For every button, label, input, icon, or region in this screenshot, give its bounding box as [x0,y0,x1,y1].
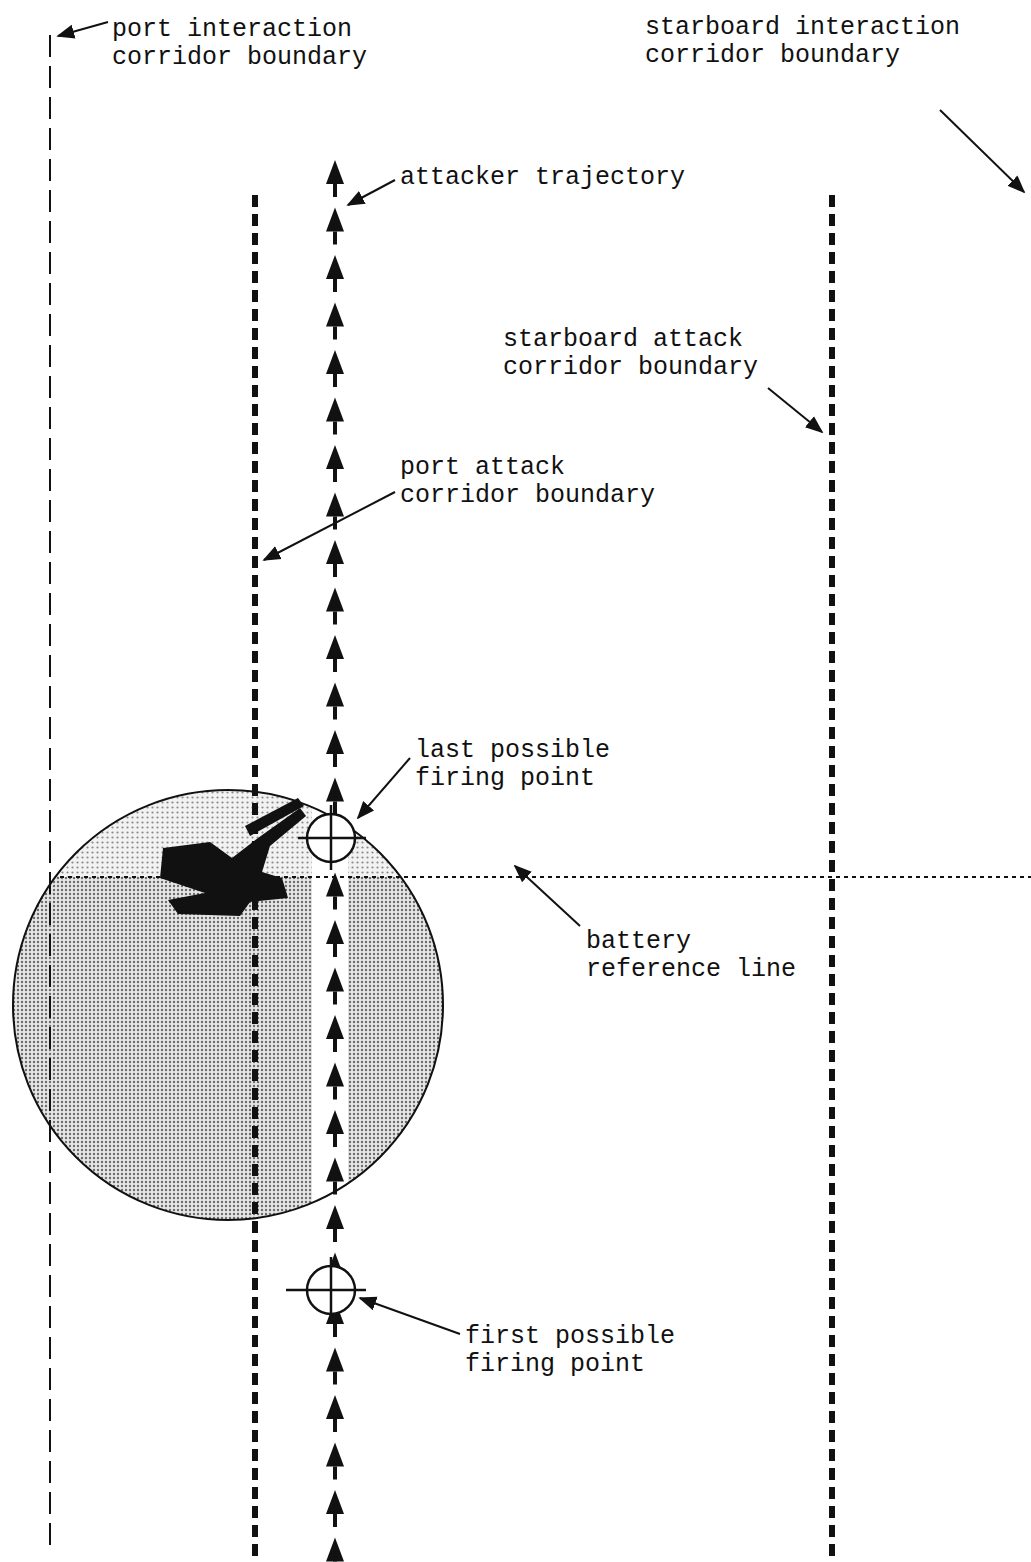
trajectory-dash [333,1039,337,1052]
trajectory-dash [333,659,337,672]
annotation-label: port attack corridor boundary [400,454,675,510]
attack-boundary [829,195,835,1556]
trajectory-dash [333,1134,337,1147]
annotation-label: first possible firing point [465,1323,697,1379]
trajectory-dash [333,707,337,720]
trajectory-arrowhead [326,1110,344,1134]
annotation-label: battery reference line [586,928,816,984]
trajectory-dash [333,1182,337,1195]
trajectory-arrowhead [326,1205,344,1229]
annotation-label: last possible firing point [415,737,630,793]
trajectory-dash [333,802,337,815]
firing-zone-outline [13,790,443,1220]
trajectory-dash [333,992,337,1005]
trajectory-arrowhead [326,588,344,612]
trajectory-arrowhead [326,778,344,802]
trajectory-arrowhead [326,1158,344,1182]
trajectory-arrowhead [326,1063,344,1087]
trajectory-dash [333,1419,337,1432]
trajectory-arrowhead [326,540,344,564]
trajectory-arrowhead [326,445,344,469]
trajectory-dash [333,1467,337,1480]
trajectory-arrowhead [326,255,344,279]
trajectory-arrowhead [326,1443,344,1467]
firing-point-marker [286,1257,366,1322]
trajectory-arrowhead [326,873,344,897]
trajectory-arrowhead [326,208,344,232]
trajectory-dash [333,754,337,767]
trajectory-dash [333,1514,337,1527]
annotation-label: port interaction corridor boundary [112,16,387,72]
trajectory-dash [333,564,337,577]
trajectory-dash [333,1229,337,1242]
trajectory-arrowhead [326,635,344,659]
trajectory-arrowhead [326,920,344,944]
trajectory-arrowhead [326,160,344,184]
trajectory-dash [333,469,337,482]
trajectory-dash [333,612,337,625]
trajectory-arrowhead [326,1395,344,1419]
trajectory-arrowhead [326,730,344,754]
trajectory-dash [333,1324,337,1337]
trajectory-dash [333,374,337,387]
trajectory-dash [333,184,337,197]
gun-battery [160,798,306,916]
leader-line [58,22,1024,1334]
trajectory-dash [333,1087,337,1100]
trajectory-dash [333,944,337,957]
trajectory-arrowhead [326,1015,344,1039]
trajectory-arrowhead [326,350,344,374]
trajectory-arrowhead [326,683,344,707]
trajectory-dash [333,422,337,435]
trajectory-arrowhead [326,303,344,327]
trajectory-arrowhead [326,493,344,517]
trajectory-arrowhead [326,1538,344,1562]
firing-zone [0,780,460,1300]
annotation-label: starboard attack corridor boundary [503,326,778,382]
annotation-label: attacker trajectory [400,164,685,192]
trajectory-arrowhead [326,968,344,992]
trajectory-arrowhead [326,398,344,422]
trajectory-dash [333,897,337,910]
interaction-boundary [49,35,51,1548]
trajectory-arrowhead [326,1348,344,1372]
trajectory-dash [333,1372,337,1385]
firing-point-marker [298,805,366,870]
trajectory-arrowhead [326,1490,344,1514]
trajectory-dash [333,232,337,245]
annotation-label: starboard interaction corridor boundary [645,14,985,70]
trajectory-dash [333,279,337,292]
trajectory-dash [333,327,337,340]
